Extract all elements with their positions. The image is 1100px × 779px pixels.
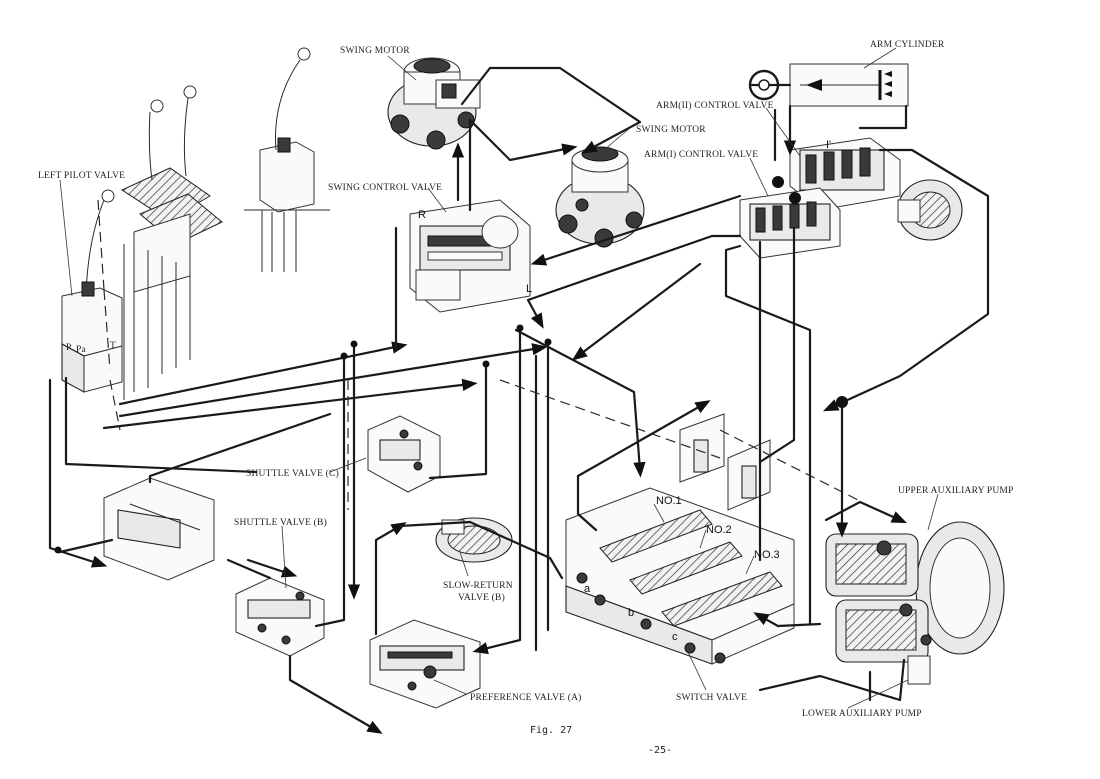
- label-pilot-t: T: [110, 341, 116, 351]
- shuttle-valve-c: [367, 415, 441, 493]
- label-swing-motor-top: SWING MOTOR: [340, 46, 410, 56]
- arm-control-valves: [739, 137, 901, 259]
- hydraulic-lines: [48, 66, 990, 734]
- left-pilot-valve: [61, 189, 123, 393]
- label-arm2-control-valve: ARM(II) CONTROL VALVE: [656, 100, 774, 111]
- label-arm-cylinder: ARM CYLINDER: [870, 40, 945, 50]
- label-no3: NO.3: [754, 549, 780, 561]
- label-port-c: c: [672, 631, 678, 643]
- switch-valve: [565, 487, 795, 665]
- label-slow-return-2: VALVE (B): [458, 592, 505, 603]
- label-preference-valve: PREFERENCE VALVE (A): [470, 692, 582, 703]
- leader-lines: [59, 47, 939, 709]
- label-upper-aux-pump: UPPER AUXILIARY PUMP: [898, 486, 1014, 496]
- label-left-pilot-valve: LEFT PILOT VALVE: [38, 171, 125, 181]
- page-number: -25-: [648, 745, 672, 756]
- swing-motor-top: [387, 57, 481, 150]
- preference-valve-a: [369, 619, 481, 709]
- figure-caption: Fig. 27: [530, 725, 572, 736]
- shuttle-valve-b: [235, 577, 325, 657]
- label-swing-motor-right: SWING MOTOR: [636, 125, 706, 135]
- label-shuttle-valve-b: SHUTTLE VALVE (B): [234, 517, 327, 528]
- auxiliary-drum: [897, 179, 963, 241]
- right-pilot-valve: [244, 47, 330, 272]
- label-shuttle-valve-c: SHUTTLE VALVE (C): [246, 468, 339, 479]
- label-pilot-p: P: [66, 343, 71, 353]
- label-pilot-pa: Pa: [76, 345, 86, 355]
- auxiliary-pumps: [825, 521, 1005, 685]
- label-port-a: a: [584, 583, 591, 595]
- label-no2: NO.2: [706, 524, 732, 536]
- pilot-lines: [97, 199, 191, 400]
- relief-valves: [679, 413, 771, 511]
- label-no1: NO.1: [656, 495, 682, 507]
- travel-pedals: [120, 85, 223, 293]
- label-arm1-control-valve: ARM(I) CONTROL VALVE: [644, 149, 758, 160]
- label-swing-control-valve: SWING CONTROL VALVE: [328, 183, 442, 193]
- label-slow-return-1: SLOW-RETURN: [443, 581, 513, 591]
- label-mark-i-prime: I': [826, 139, 831, 151]
- label-switch-valve: SWITCH VALVE: [676, 693, 747, 703]
- check-valve-block: [103, 477, 215, 581]
- label-mark-l: L: [526, 283, 532, 295]
- swing-control-valve: [409, 199, 531, 313]
- label-lower-aux-pump: LOWER AUXILIARY PUMP: [802, 709, 922, 719]
- arm-cylinder: [748, 63, 909, 107]
- label-port-b: b: [628, 607, 634, 619]
- label-mark-r: R: [418, 209, 426, 221]
